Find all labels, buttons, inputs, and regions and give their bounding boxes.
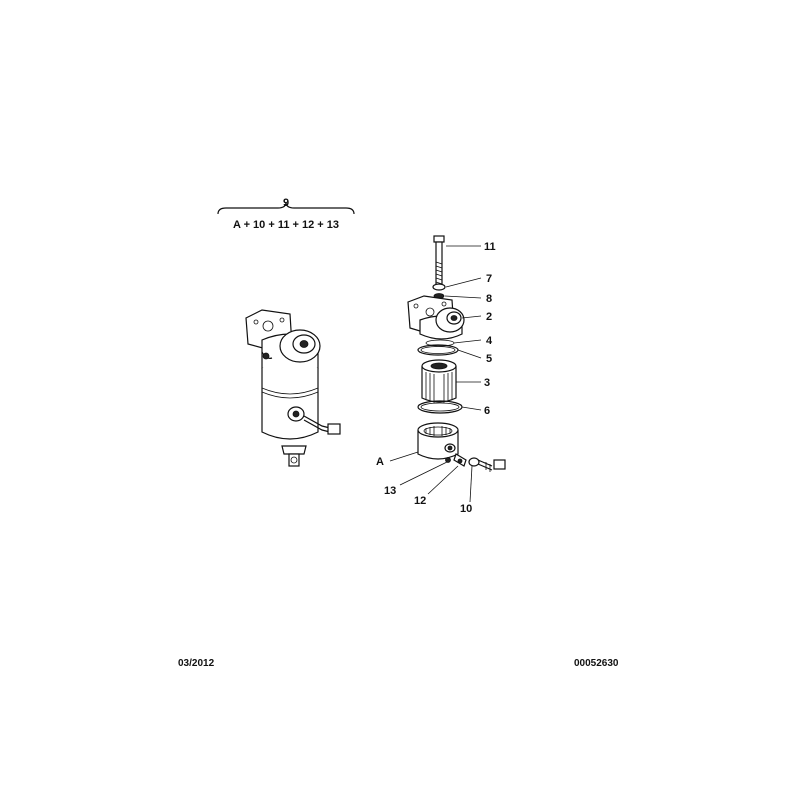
callout-7: 7 bbox=[486, 273, 492, 285]
callout-labels: 11 7 8 2 4 5 3 6 A 13 12 10 bbox=[376, 241, 496, 515]
filter-head-part-2 bbox=[407, 295, 465, 340]
washer-part-7 bbox=[432, 283, 446, 291]
callout-10: 10 bbox=[460, 503, 472, 515]
callout-5: 5 bbox=[486, 353, 492, 365]
kit-header: 9 A + 10 + 11 + 12 + 13 bbox=[217, 197, 355, 231]
callout-11: 11 bbox=[484, 241, 496, 253]
filter-element-part-3 bbox=[421, 359, 457, 403]
kit-brace bbox=[217, 201, 355, 215]
callout-13: 13 bbox=[384, 485, 396, 497]
sensor-cable-part-10 bbox=[468, 457, 506, 472]
assembled-filter-illustration bbox=[245, 309, 341, 467]
leader-lines bbox=[389, 245, 482, 503]
sensor-part-12 bbox=[453, 453, 467, 467]
footer-date: 03/2012 bbox=[178, 658, 215, 669]
bolt-part-11 bbox=[433, 235, 445, 289]
seal-part-6 bbox=[417, 400, 463, 414]
callout-4: 4 bbox=[486, 335, 493, 347]
exploded-filter-illustration bbox=[407, 235, 506, 472]
bowl-part-A bbox=[417, 422, 459, 460]
seal-part-5 bbox=[417, 344, 459, 356]
plug-part-13 bbox=[445, 457, 451, 463]
callout-3: 3 bbox=[484, 377, 490, 389]
footer-reference: 00052630 bbox=[574, 658, 619, 669]
callout-12: 12 bbox=[414, 495, 426, 507]
callout-6: 6 bbox=[484, 405, 490, 417]
callout-A: A bbox=[376, 456, 384, 468]
kit-contents: A + 10 + 11 + 12 + 13 bbox=[233, 219, 339, 231]
callout-8: 8 bbox=[486, 293, 492, 305]
callout-2: 2 bbox=[486, 311, 492, 323]
